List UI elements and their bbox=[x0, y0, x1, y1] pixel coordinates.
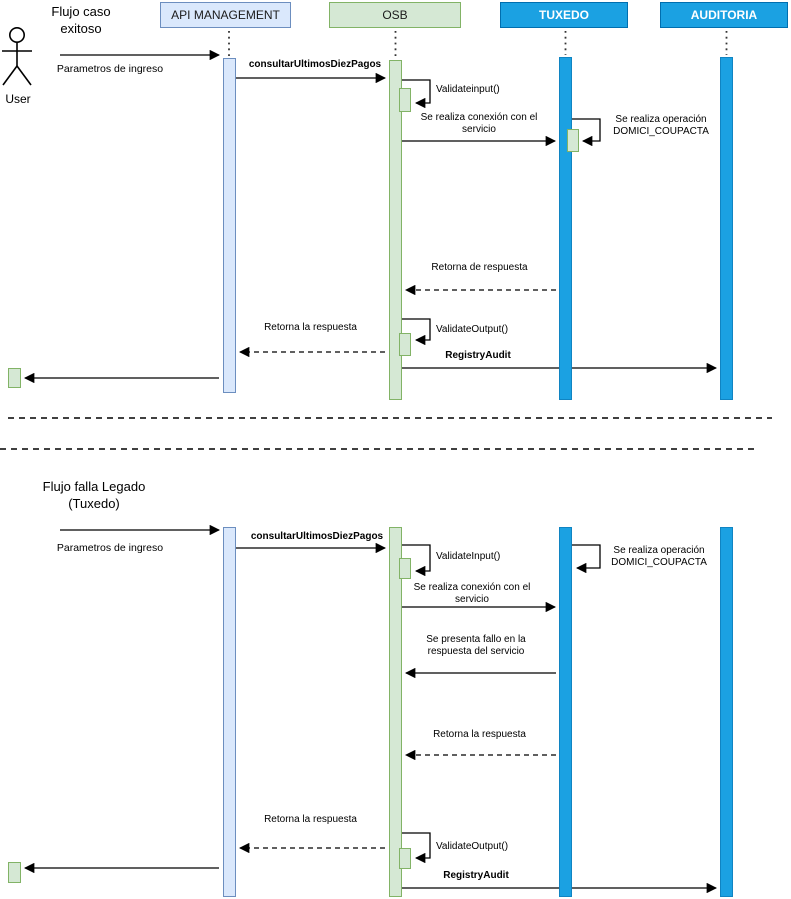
participant-tuxedo: TUXEDO bbox=[500, 2, 628, 28]
message-consultar-2: consultarUltimosDiezPagos bbox=[250, 531, 384, 542]
participant-osb: OSB bbox=[329, 2, 461, 28]
nested-activation-validateinput-2 bbox=[399, 558, 411, 579]
nested-activation-validateinput-1 bbox=[399, 88, 411, 112]
message-validateinput-1: Validateinput() bbox=[436, 84, 500, 95]
nested-activation-validateoutput-1 bbox=[399, 333, 411, 356]
participant-api-management: API MANAGEMENT bbox=[160, 2, 291, 28]
message-parametros-1: Parametros de ingreso bbox=[56, 63, 164, 75]
message-parametros-2: Parametros de ingreso bbox=[56, 542, 164, 554]
message-registryaudit-2: RegistryAudit bbox=[443, 870, 509, 881]
message-conexion-1: Se realiza conexión con el servicio bbox=[420, 112, 538, 135]
activation-api-2 bbox=[223, 527, 236, 897]
message-retorna-la-1: Retorna la respuesta bbox=[264, 322, 357, 333]
message-conexion-2: Se realiza conexión con el servicio bbox=[413, 582, 531, 605]
activation-tuxedo-2 bbox=[559, 527, 572, 897]
selfcall-tuxedo-op-1 bbox=[572, 118, 601, 147]
activation-osb-2 bbox=[389, 527, 402, 897]
flow2-title: Flujo falla Legado (Tuxedo) bbox=[42, 479, 146, 511]
message-validateoutput-1: ValidateOutput() bbox=[436, 324, 509, 335]
activation-osb-1 bbox=[389, 60, 402, 400]
selfcall-tuxedo-op-2 bbox=[572, 544, 601, 574]
user-return-activation-1 bbox=[8, 368, 21, 388]
activation-auditoria-2 bbox=[720, 527, 733, 897]
message-validateoutput-2: ValidateOutput() bbox=[436, 841, 509, 852]
user-actor-label: User bbox=[5, 92, 31, 106]
selfcall-validateinput-1 bbox=[402, 79, 431, 109]
message-registryaudit-1: RegistryAudit bbox=[445, 350, 511, 361]
selfcall-validateinput-2 bbox=[402, 544, 431, 577]
message-operacion-1: Se realiza operación DOMICI_COUPACTA bbox=[613, 114, 709, 137]
user-actor-icon bbox=[2, 27, 32, 86]
activation-tuxedo-1 bbox=[559, 57, 572, 400]
nested-activation-validateoutput-2 bbox=[399, 848, 411, 869]
message-operacion-2: Se realiza operación DOMICI_COUPACTA bbox=[611, 545, 707, 568]
nested-activation-tuxedo-op-1 bbox=[567, 129, 579, 152]
message-consultar-1: consultarUltimosDiezPagos bbox=[248, 59, 382, 70]
flow1-title: Flujo caso exitoso bbox=[51, 4, 111, 36]
message-retorna-de-1: Retorna de respuesta bbox=[431, 262, 528, 273]
activation-api-1 bbox=[223, 58, 236, 393]
selfcall-validateoutput-1 bbox=[402, 318, 431, 346]
activation-auditoria-1 bbox=[720, 57, 733, 400]
participant-auditoria: AUDITORIA bbox=[660, 2, 788, 28]
user-return-activation-2 bbox=[8, 862, 21, 883]
message-retorna-tuxedo-2: Retorna la respuesta bbox=[433, 729, 526, 740]
selfcall-validateoutput-2 bbox=[402, 832, 431, 864]
message-retorna-api-2: Retorna la respuesta bbox=[264, 814, 357, 825]
message-fallo-2: Se presenta fallo en la respuesta del se… bbox=[426, 634, 526, 657]
message-validateinput-2: ValidateInput() bbox=[436, 551, 501, 562]
